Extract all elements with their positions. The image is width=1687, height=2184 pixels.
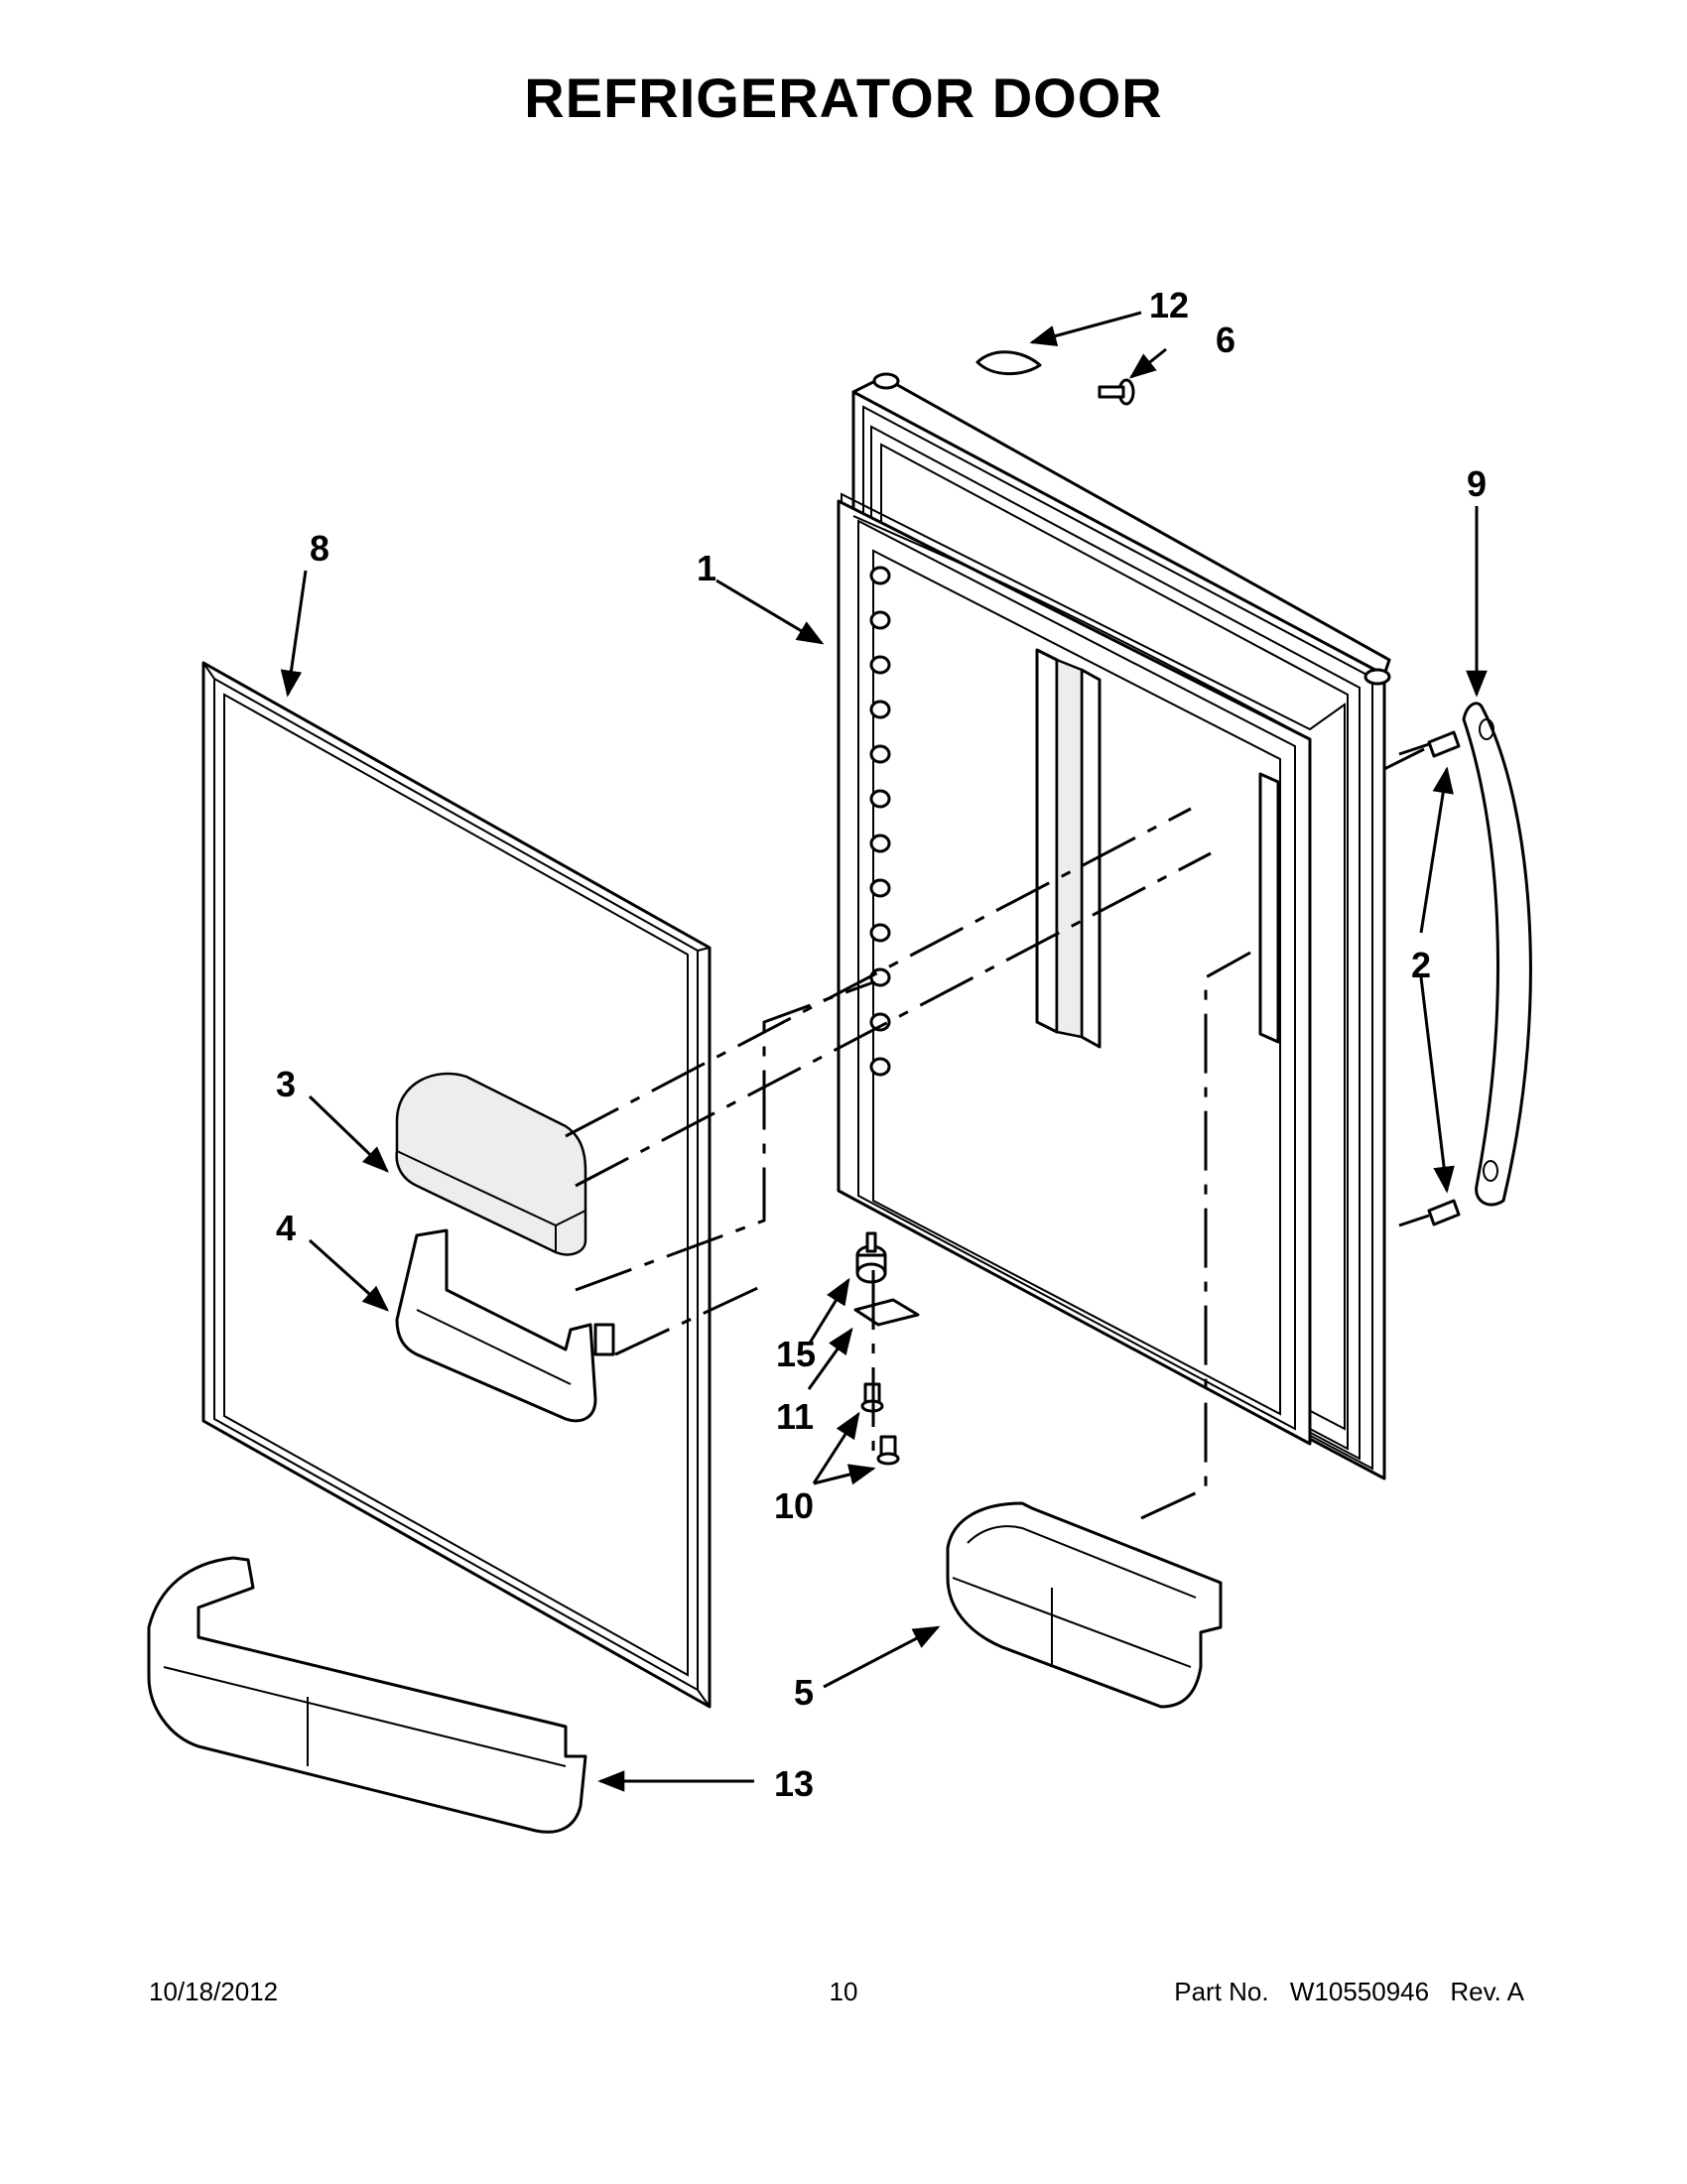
cap-plug-part-12 (975, 350, 1042, 376)
door-bin-part-13 (147, 1556, 587, 1834)
leader-arrows (280, 311, 1488, 1792)
door-liner-part-1 (837, 372, 1391, 1480)
revision-label: Rev. A (1450, 1977, 1524, 2006)
door-bin-part-5 (946, 1501, 1223, 1709)
callout-10: 10 (774, 1485, 814, 1526)
dispenser-tray-part-4 (395, 1228, 615, 1423)
alignment-lines (565, 742, 1430, 1520)
callout-6: 6 (1216, 320, 1235, 360)
callout-15: 15 (776, 1334, 816, 1374)
footer-date: 10/18/2012 (149, 1977, 279, 2006)
dispenser-cover-part-3 (395, 1072, 587, 1256)
callout-9: 9 (1467, 463, 1487, 504)
callout-labels: 12 6 9 8 1 2 3 4 15 11 10 5 13 (276, 285, 1487, 1804)
callout-8: 8 (310, 528, 329, 569)
page-title: REFRIGERATOR DOOR (524, 66, 1163, 129)
callout-5: 5 (794, 1672, 814, 1713)
callout-12: 12 (1149, 285, 1189, 325)
hinge-bracket-part-11 (853, 1298, 920, 1327)
callout-11: 11 (776, 1396, 814, 1437)
hinge-bolt-part-6 (1098, 378, 1135, 406)
footer-page-number: 10 (829, 1977, 858, 2006)
part-number-value: W10550946 (1289, 1977, 1430, 2006)
handle-screws-part-2 (1427, 730, 1461, 1226)
callout-2: 2 (1411, 945, 1431, 985)
screws-part-10 (860, 1382, 900, 1466)
door-handle-part-9 (1462, 702, 1532, 1207)
callout-4: 4 (276, 1208, 296, 1248)
callout-3: 3 (276, 1064, 296, 1104)
hinge-pin-part-15 (855, 1231, 887, 1284)
callout-1: 1 (697, 548, 716, 588)
footer-part-number: Part No. W10550946 Rev. A (1174, 1977, 1524, 2007)
callout-13: 13 (774, 1763, 814, 1804)
shelf-retainer-column (869, 566, 891, 1077)
part-number-label: Part No. (1174, 1977, 1269, 2006)
